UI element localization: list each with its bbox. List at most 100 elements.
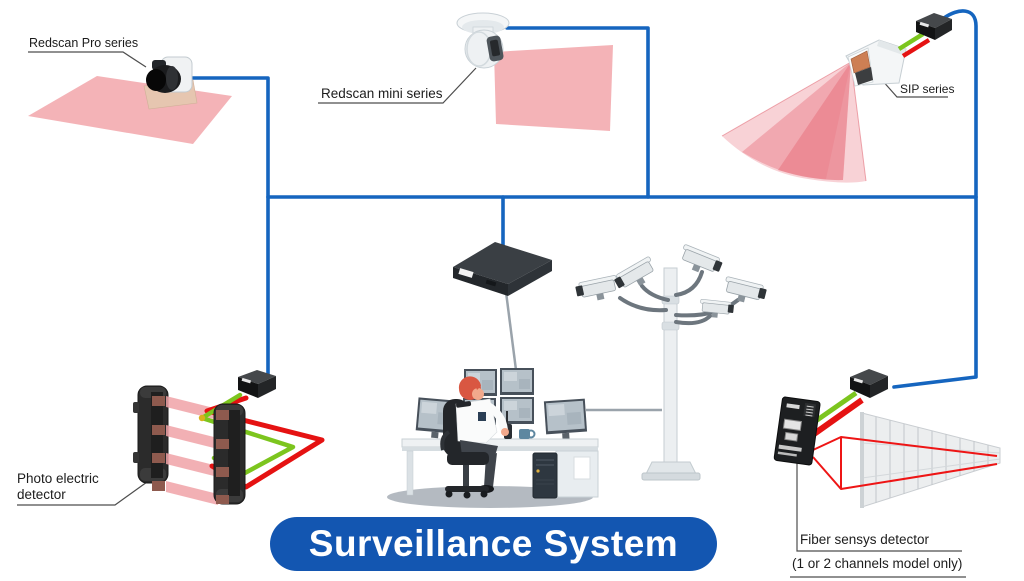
switch-slot2 — [485, 279, 497, 287]
photo-electric-label: Photo electric detector — [17, 471, 137, 503]
photo-left-knob2 — [133, 452, 139, 463]
pole-collar2 — [661, 321, 680, 331]
guard-hand — [501, 428, 509, 436]
sip-top-ridge — [877, 40, 906, 55]
sip-box-slot — [919, 21, 930, 28]
leader-redscan-mini — [318, 67, 477, 104]
leader-photo-electric — [17, 481, 148, 506]
utility-lines — [504, 291, 662, 412]
redscan-pro-head-band — [166, 66, 178, 90]
desk-return-paper — [573, 456, 591, 480]
photo-box-slot — [241, 377, 252, 384]
sip-box-right — [935, 19, 952, 40]
chair-wheel — [445, 490, 453, 498]
fiber-panel — [773, 396, 821, 466]
sip-label: SIP series — [900, 82, 955, 96]
line-switch-to-monitors — [504, 291, 518, 371]
fiber-box-right — [870, 376, 888, 398]
leader-redscan-pro — [28, 51, 147, 68]
guard-badge — [478, 412, 486, 421]
label-leader-lines — [17, 51, 966, 578]
fiber-box-front — [850, 377, 870, 398]
title-banner: Surveillance System — [270, 517, 717, 571]
pc-led — [536, 469, 540, 473]
redscan-mini-device — [456, 12, 613, 131]
photo-electric-label-line1: Photo electric — [17, 471, 99, 486]
photo-emitters — [152, 396, 165, 491]
fiber-panel-stripe — [778, 444, 802, 452]
chair-wheel — [480, 490, 488, 498]
sip-cable-green — [897, 32, 925, 51]
mug — [519, 429, 530, 439]
fence-rail2 — [861, 458, 1001, 479]
sip-device — [721, 13, 952, 183]
redscan-mini-window-inner — [489, 39, 501, 57]
fiber-panel-display2 — [784, 431, 799, 442]
fiber-junction-box — [850, 369, 888, 398]
guard-face — [472, 388, 484, 400]
cctv-pole — [574, 243, 769, 481]
redscan-pro-detection-area — [28, 76, 232, 144]
fiber-box-top — [850, 369, 888, 385]
fiber-panel-display — [782, 418, 803, 432]
desk-edge — [402, 447, 598, 451]
monitor — [500, 397, 534, 424]
network-switch — [453, 242, 552, 296]
photo-electric-device — [133, 370, 325, 505]
line-redscan-pro — [186, 76, 270, 376]
fiber-panel-pins — [805, 405, 814, 417]
redscan-mini-detection-area — [494, 45, 613, 131]
redscan-pro-label: Redscan Pro series — [29, 36, 139, 50]
sip-window-lower — [855, 67, 873, 85]
fiber-sensys-sublabel: (1 or 2 channels model only) — [792, 556, 963, 571]
chair-wheel — [463, 491, 471, 499]
chair-seat — [447, 452, 489, 465]
cctv-camera — [574, 274, 621, 305]
cctv-camera — [698, 298, 735, 320]
sip-window-upper — [850, 50, 871, 74]
switch-slot1 — [458, 268, 474, 278]
fence-mesh — [861, 412, 1001, 508]
control-room — [387, 368, 599, 508]
fiber-loop — [812, 436, 998, 490]
redscan-mini-label: Redscan mini series — [321, 86, 443, 101]
photo-junction-box — [238, 370, 276, 398]
pole-base-plate — [641, 472, 701, 481]
fiber-sensys-device — [773, 369, 1001, 508]
fiber-panel-stripe2 — [777, 451, 797, 457]
photo-box-front — [238, 377, 258, 398]
guard-torso — [455, 398, 498, 444]
guard-arm — [484, 402, 508, 434]
network-lines — [186, 9, 978, 389]
fiber-cable-red — [812, 397, 864, 437]
chair-base — [445, 486, 489, 492]
photo-box-top — [238, 370, 276, 384]
sip-junction-box — [916, 13, 952, 40]
fiber-panel-label — [786, 403, 800, 410]
monitor-right — [543, 398, 588, 440]
sip-fan-edges — [721, 61, 867, 182]
line-redscan-mini — [505, 26, 650, 199]
guard-hair-cap — [458, 376, 481, 390]
desk-leg-left — [406, 450, 414, 496]
camera-arms — [618, 270, 740, 326]
chair-post — [463, 465, 469, 487]
leader-fiber — [796, 463, 962, 552]
guard-epaulette — [456, 401, 472, 408]
switch-front-right — [508, 260, 552, 296]
photo-left-knob1 — [133, 402, 139, 413]
photo-wire-connector — [198, 414, 206, 422]
redscan-pro-device — [28, 56, 232, 144]
photo-right-post-stripe — [228, 410, 240, 496]
monitor — [500, 368, 534, 395]
sip-box-front — [916, 21, 935, 40]
fence-edge-post — [860, 412, 864, 508]
leader-sip — [880, 78, 948, 98]
line-sip-right — [892, 9, 978, 389]
fiber-box-slot — [853, 377, 864, 384]
pole-base — [645, 461, 697, 475]
redscan-pro-lens — [146, 69, 166, 91]
photo-box-right — [258, 376, 276, 398]
